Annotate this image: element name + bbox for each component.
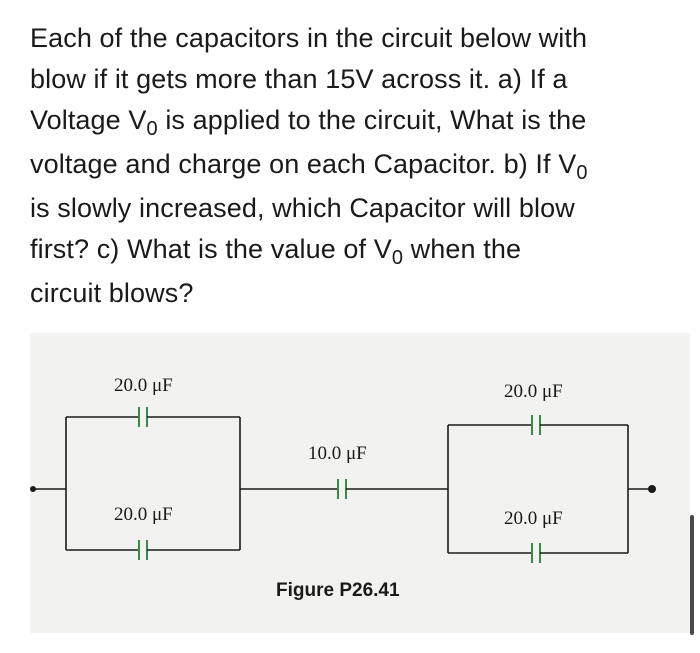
v0-subscript: 0 bbox=[576, 162, 588, 184]
question-line-3: Voltage V0 is applied to the circuit, Wh… bbox=[30, 100, 680, 144]
right-terminal bbox=[648, 485, 656, 493]
capacitor-left-bottom-label: 20.0 μF bbox=[114, 504, 173, 525]
v0-subscript: 0 bbox=[146, 118, 158, 140]
question-line-6: first? c) What is the value of V0 when t… bbox=[30, 229, 680, 273]
question-line-4: voltage and charge on each Capacitor. b)… bbox=[30, 144, 680, 188]
capacitor-middle-label: 10.0 μF bbox=[308, 443, 367, 464]
question-line-3-end: is applied to the circuit, What is the bbox=[157, 105, 587, 135]
v0-subscript: 0 bbox=[391, 247, 404, 269]
question-line-6-start: first? c) What is the value of V bbox=[30, 234, 392, 264]
question-line-5: is slowly increased, which Capacitor wil… bbox=[30, 193, 575, 223]
capacitor-left-top-label: 20.0 μF bbox=[114, 375, 173, 396]
question-line-2: blow if it gets more than 15V across it.… bbox=[30, 64, 568, 94]
question-text: Each of the capacitors in the circuit be… bbox=[30, 18, 680, 314]
question-line-7: circuit blows? bbox=[30, 278, 194, 308]
capacitor-right-top-label: 20.0 μF bbox=[504, 381, 563, 402]
circuit-figure: 20.0 μF 20.0 μF 10.0 μF 20.0 μF 20.0 μF … bbox=[30, 333, 690, 633]
question-line-4-start: voltage and charge on each Capacitor. b)… bbox=[30, 149, 577, 179]
capacitor-right-bottom-label: 20.0 μF bbox=[504, 508, 563, 529]
circuit-diagram: 20.0 μF 20.0 μF 10.0 μF 20.0 μF 20.0 μF … bbox=[30, 375, 656, 601]
question-line-3-start: Voltage V bbox=[30, 105, 147, 135]
question-line-6-end: when the bbox=[403, 234, 522, 264]
page-scrollbar[interactable] bbox=[690, 515, 694, 635]
question-line-1: Each of the capacitors in the circuit be… bbox=[30, 23, 588, 53]
figure-caption: Figure P26.41 bbox=[276, 580, 400, 601]
